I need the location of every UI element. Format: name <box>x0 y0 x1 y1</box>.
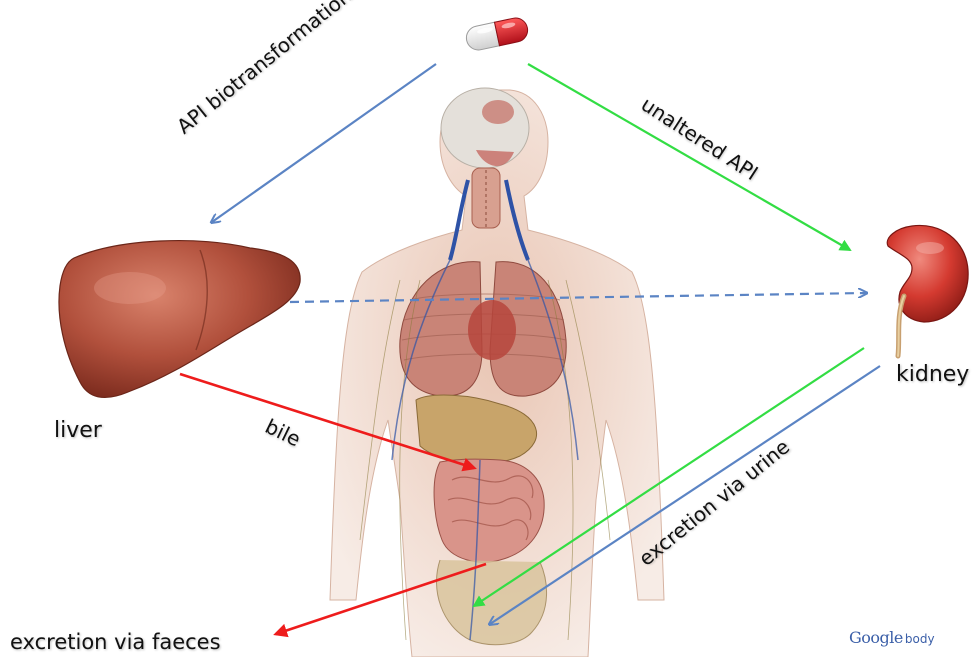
capsule-icon <box>464 16 530 52</box>
kidney-label: kidney <box>896 362 969 387</box>
arrow-unaltered-api <box>528 64 850 250</box>
kidney-organ-icon <box>887 225 968 356</box>
liver-organ-icon <box>59 241 300 398</box>
anatomy-figure <box>330 88 664 657</box>
liver-label: liver <box>54 418 102 443</box>
body-wordmark: body <box>905 632 935 646</box>
excretion-faeces-label: excretion via faeces <box>10 630 221 654</box>
heart <box>468 300 516 360</box>
google-wordmark: Google <box>849 628 903 647</box>
